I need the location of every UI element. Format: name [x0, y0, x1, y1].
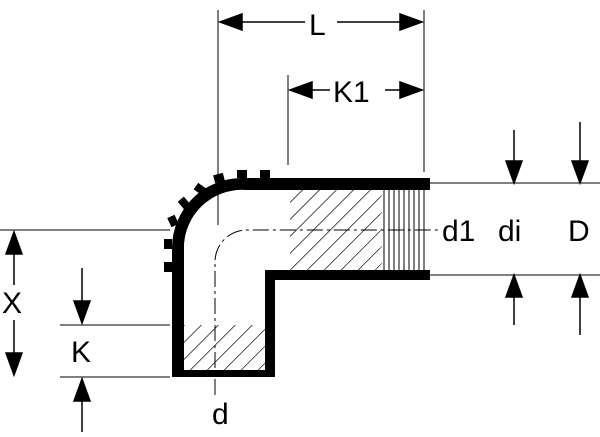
label-di: di	[498, 215, 521, 248]
centerline	[214, 229, 440, 395]
dimension-D	[570, 122, 590, 335]
label-K1: K1	[333, 76, 370, 109]
thread-lines	[383, 186, 425, 272]
label-D: D	[568, 215, 590, 248]
thread-crests	[380, 181, 430, 276]
label-L: L	[309, 9, 326, 42]
dimension-K	[72, 268, 92, 432]
dimension-di	[504, 130, 524, 325]
coil-marks	[164, 170, 270, 272]
label-d: d	[212, 398, 229, 431]
label-K: K	[71, 336, 91, 369]
elbow-outline	[172, 178, 430, 377]
label-d1: d1	[442, 215, 475, 248]
dimension-X	[4, 229, 24, 378]
label-X: X	[2, 287, 22, 320]
spigot-interior	[184, 325, 265, 370]
dimension-L	[217, 12, 425, 32]
elbow-body-interior	[183, 189, 290, 370]
dimension-K1	[287, 80, 425, 100]
extension-lines	[0, 10, 600, 378]
